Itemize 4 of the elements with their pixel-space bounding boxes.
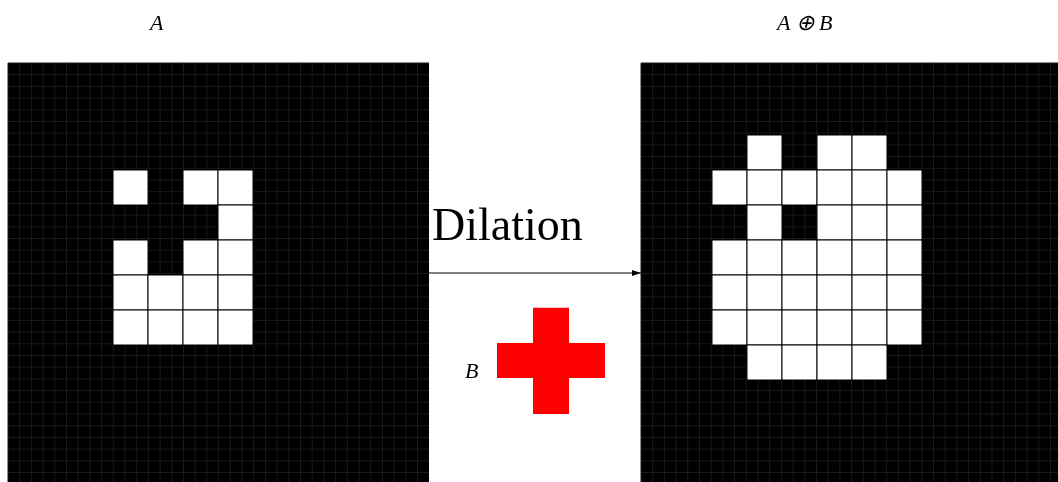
arrow xyxy=(428,270,642,276)
structuring-element-label: B xyxy=(465,358,479,384)
grid-title: A xyxy=(150,10,164,36)
grid-title: A ⊕ B xyxy=(777,10,833,36)
